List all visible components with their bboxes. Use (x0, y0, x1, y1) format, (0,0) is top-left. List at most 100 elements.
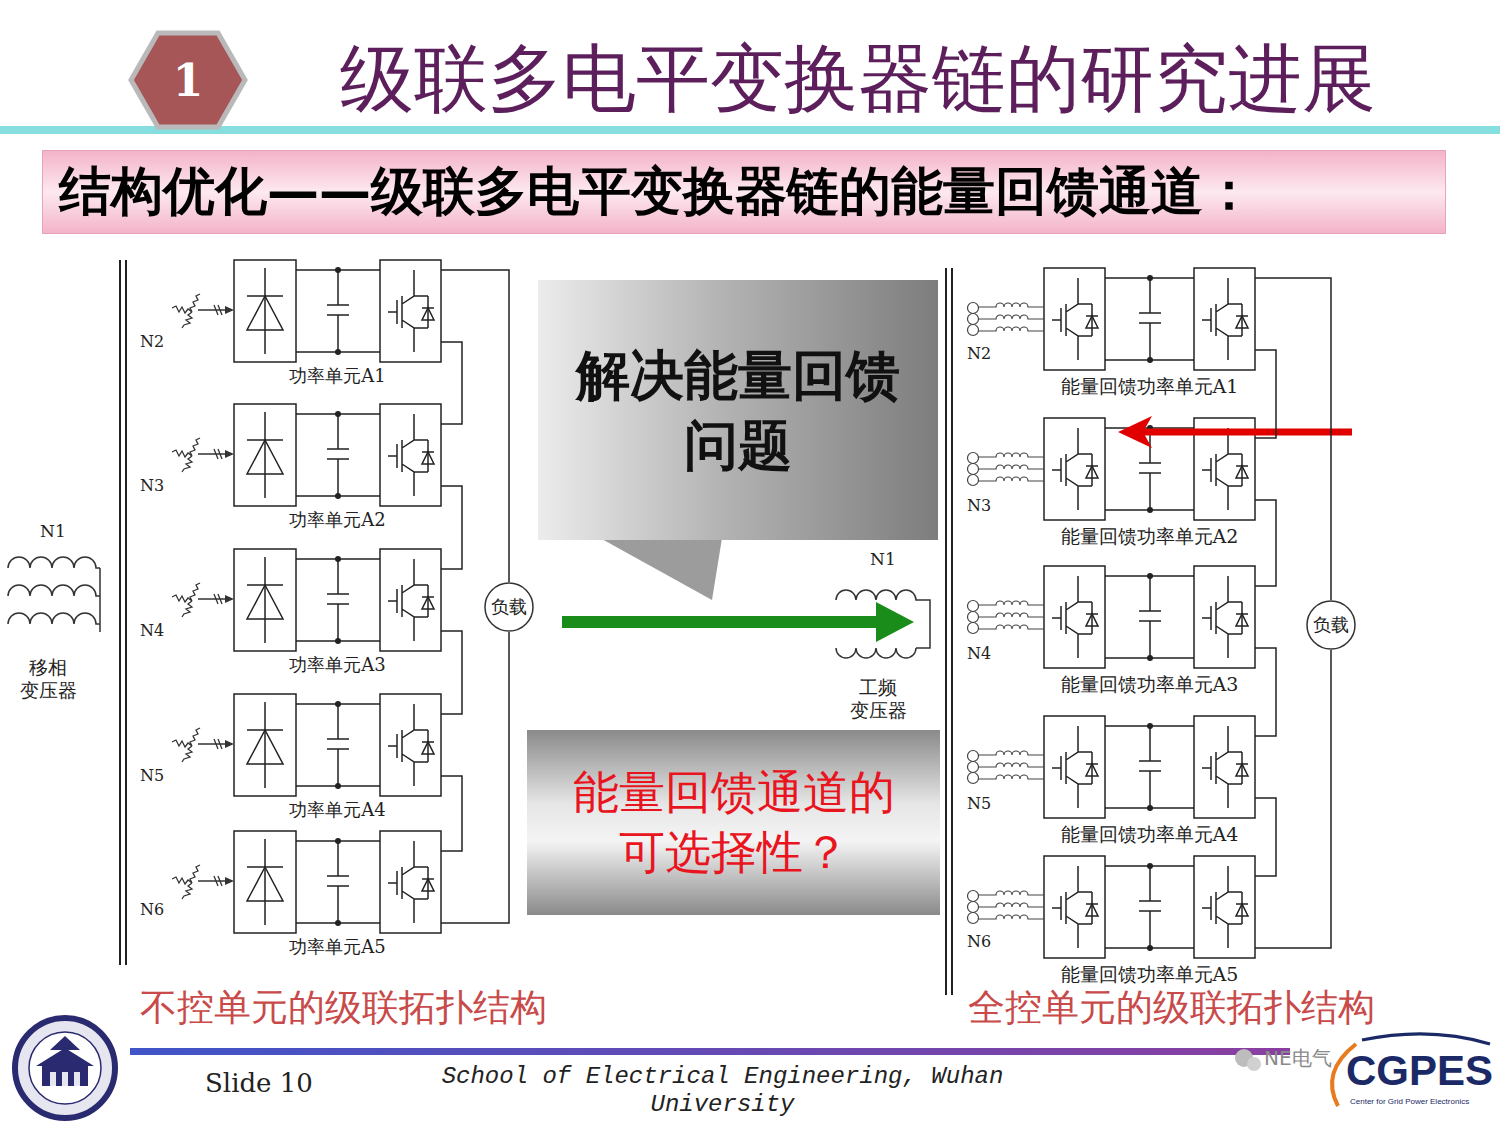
winding-label: N1 (870, 549, 896, 569)
slide-title: 级联多电平变换器链的研究进展 (340, 36, 1376, 120)
logo-text: Center for Grid Power Electronics (1350, 1097, 1469, 1107)
winding-label: N6 (967, 932, 991, 951)
footer-text: School of Electrical Engineering, Wuhan … (430, 1063, 1015, 1119)
winding-label: N2 (140, 332, 164, 351)
cascade-wire (441, 632, 509, 923)
hexagon-outline (131, 33, 245, 127)
power-unit: 功率单元A4 (234, 694, 441, 822)
arrow-shape (36, 1048, 94, 1066)
schematic-symbol (172, 438, 234, 472)
arrow-shape (50, 1036, 80, 1050)
load-label: 负载 (491, 595, 527, 619)
arrow-shape (876, 602, 914, 642)
cascade-wire (1255, 350, 1276, 438)
schematic-symbol (172, 583, 234, 617)
feedback-unit: 能量回馈功率单元A4 (1044, 716, 1255, 849)
schematic-symbol (234, 404, 441, 506)
arrow-shape (600, 538, 722, 600)
callout-box: 解决能量回馈 问题 (538, 280, 938, 540)
power-unit: 功率单元A2 (234, 404, 441, 532)
schematic-line (562, 616, 878, 628)
winding-label: N4 (967, 644, 991, 663)
feedback-unit: 能量回馈功率单元A5 (1044, 856, 1255, 989)
schematic-line (1140, 429, 1352, 436)
load-circle: 负载 (484, 582, 534, 632)
cascade-wire (441, 631, 462, 714)
cascade-wire (1255, 500, 1276, 586)
cascade-wire (1255, 650, 1331, 948)
schematic-symbol (968, 453, 1045, 486)
subtitle-text: 结构优化——级联多电平变换器链的能量回馈通道： (59, 157, 1255, 227)
cascade-wire (1255, 278, 1331, 600)
bar-shape (50, 1072, 56, 1086)
schematic-symbol (1044, 716, 1255, 818)
cascade-wire (1255, 798, 1276, 876)
bar-shape (0, 126, 1500, 134)
topology-caption: 全控单元的级联拓扑结构 (968, 986, 1375, 1030)
unit-label: 能量回馈功率单元A5 (1044, 962, 1255, 988)
winding-label: N3 (967, 496, 991, 515)
winding-label: N5 (967, 794, 991, 813)
schematic-symbol (234, 549, 441, 651)
logo-text: CGPES (1346, 1046, 1493, 1096)
schematic-line (120, 260, 952, 995)
circle-mark (1247, 1057, 1261, 1071)
power-unit: 功率单元A5 (234, 831, 441, 959)
schematic-symbol (234, 694, 441, 796)
callout-text: 解决能量回馈 问题 (571, 340, 906, 480)
bar-shape (74, 1072, 80, 1086)
schematic-symbol (968, 601, 1045, 634)
schematic-symbol (1044, 566, 1255, 668)
unit-label: 功率单元A2 (234, 508, 441, 532)
subtitle-band: 结构优化——级联多电平变换器链的能量回馈通道： (42, 150, 1446, 234)
load-outline (1307, 601, 1355, 649)
schematic-line (8, 557, 100, 632)
circle-mark (15, 1018, 115, 1118)
unit-label: 能量回馈功率单元A2 (1044, 524, 1255, 550)
cascade-wire (441, 486, 462, 569)
slide-number: Slide 10 (205, 1068, 313, 1099)
winding-label: N2 (967, 344, 991, 363)
callout-box: 能量回馈通道的 可选择性？ (527, 730, 940, 915)
bar-shape (42, 1066, 88, 1086)
schematic-symbol (172, 294, 234, 328)
callout-text: 能量回馈通道的 可选择性？ (568, 763, 899, 883)
winding-label: N5 (140, 766, 164, 785)
schematic-line (1362, 1034, 1490, 1044)
power-unit: 功率单元A1 (234, 260, 441, 388)
logo-text: NE电气 (1264, 1046, 1332, 1070)
bar-shape (62, 1072, 68, 1086)
unit-label: 功率单元A1 (234, 364, 441, 388)
winding-label: N4 (140, 621, 164, 640)
load-outline (485, 583, 533, 631)
topology-caption: 不控单元的级联拓扑结构 (140, 986, 547, 1030)
arrow-shape (1118, 416, 1152, 448)
schematic-symbol (234, 831, 441, 933)
feedback-unit: 能量回馈功率单元A3 (1044, 566, 1255, 699)
schematic-symbol (172, 728, 234, 762)
schematic-symbol (968, 891, 1045, 924)
cascade-wire (441, 270, 509, 582)
unit-label: 能量回馈功率单元A3 (1044, 672, 1255, 698)
winding-label: 工频 变压器 (849, 676, 907, 722)
cascade-wire (441, 776, 462, 851)
feedback-unit: 能量回馈功率单元A1 (1044, 268, 1255, 401)
load-circle: 负载 (1306, 600, 1356, 650)
section-number: 1 (173, 55, 204, 106)
unit-label: 功率单元A4 (234, 798, 441, 822)
unit-label: 功率单元A3 (234, 653, 441, 677)
cascade-wire (1255, 648, 1276, 736)
schematic-symbol (172, 865, 234, 899)
schematic-symbol (1044, 856, 1255, 958)
schematic-symbol (1044, 268, 1255, 370)
winding-label: N6 (140, 900, 164, 919)
unit-label: 能量回馈功率单元A1 (1044, 374, 1255, 400)
schematic-symbol (234, 260, 441, 362)
unit-label: 能量回馈功率单元A4 (1044, 822, 1255, 848)
bar-shape (130, 1048, 1290, 1055)
load-label: 负载 (1313, 613, 1349, 637)
power-unit: 功率单元A3 (234, 549, 441, 677)
winding-label: 移相 变压器 (19, 656, 77, 702)
